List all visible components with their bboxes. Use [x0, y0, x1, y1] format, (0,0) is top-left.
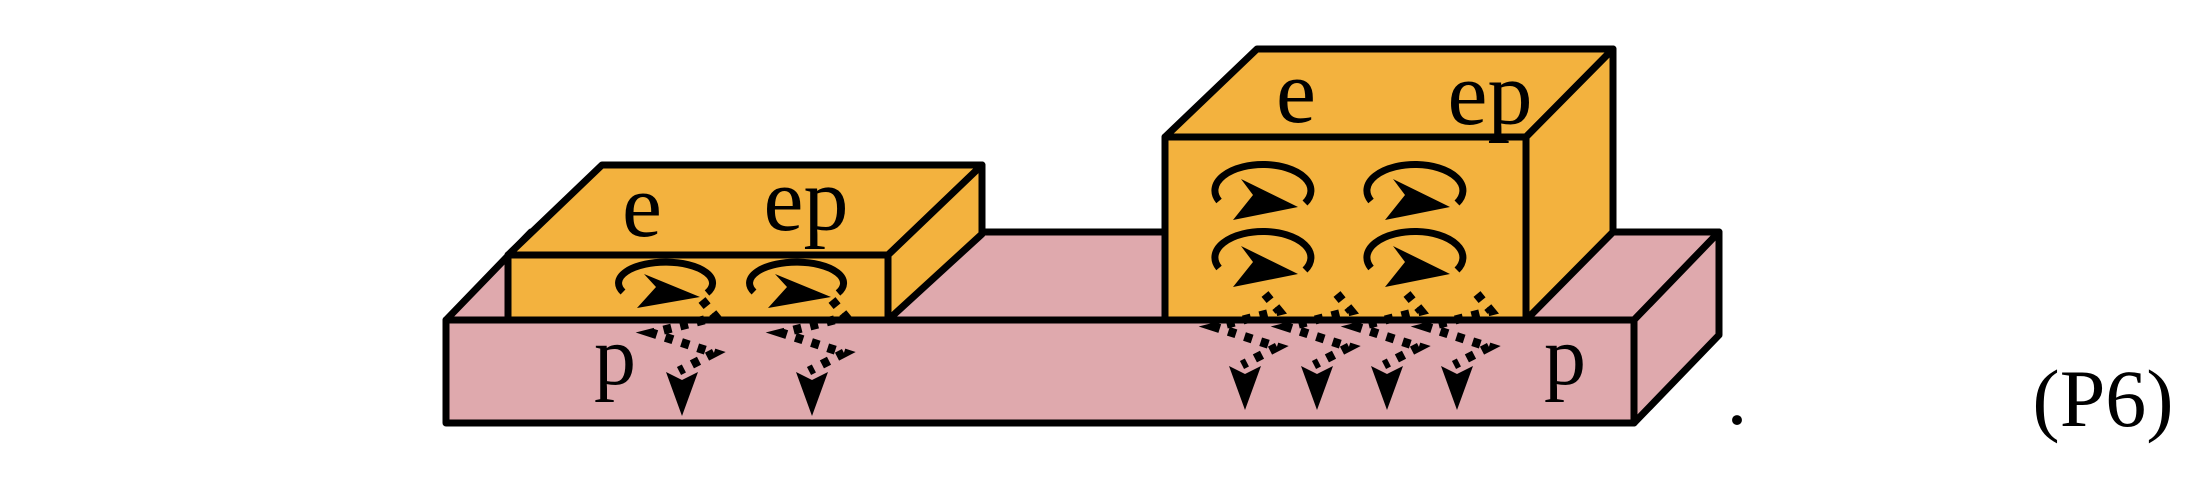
- left-box: [504, 161, 986, 324]
- left-box-label-e: e: [622, 157, 662, 256]
- left-box-front-face: [504, 251, 892, 324]
- slab-label-p-left: p: [594, 310, 636, 403]
- right-box: [1161, 45, 1617, 324]
- right-box-front-face: [1161, 133, 1530, 324]
- right-box-label-e: e: [1276, 43, 1316, 142]
- slab-label-p-right: p: [1544, 310, 1586, 403]
- sentence-period: .: [1727, 350, 1748, 443]
- left-box-label-ep: ep: [764, 151, 849, 250]
- right-box-label-ep: ep: [1448, 45, 1533, 144]
- equation-label: (P6): [2032, 353, 2173, 444]
